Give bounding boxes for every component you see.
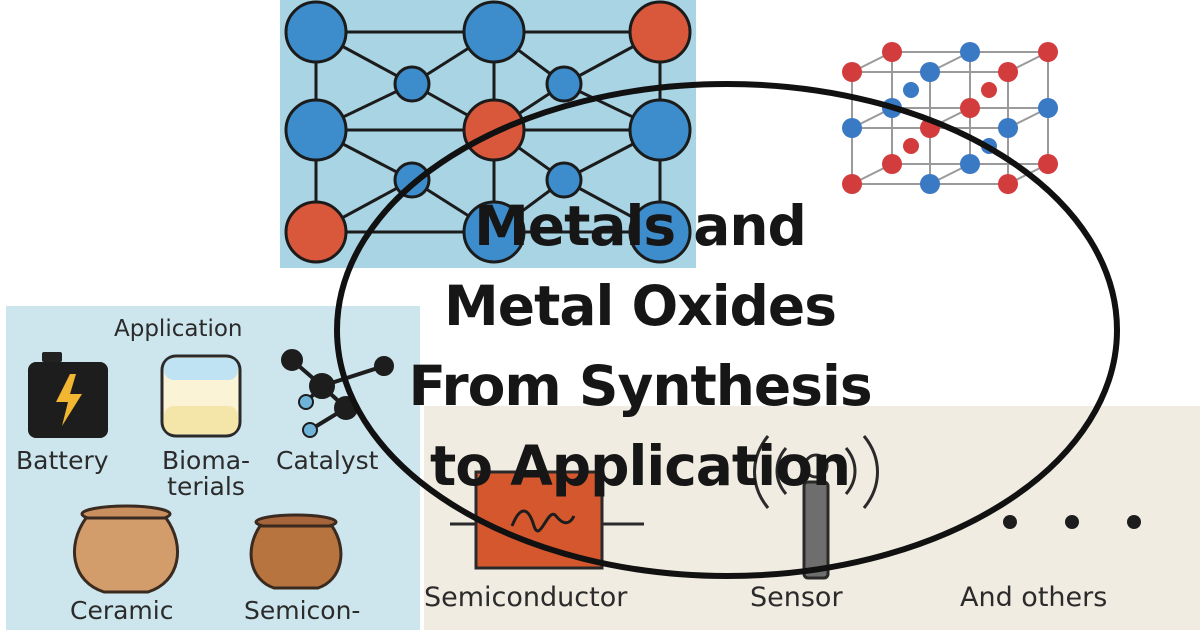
- battery-label: Battery: [16, 446, 109, 475]
- crystal-structure-illustration: [812, 38, 1108, 208]
- biomaterials-label: Bioma- terials: [161, 446, 251, 501]
- catalyst-molecule-icon: [281, 349, 394, 438]
- sensor-label: Sensor: [750, 582, 843, 613]
- main-title: Metals and Metal Oxides From Synthesis t…: [380, 186, 900, 506]
- title-line-2: Metal Oxides: [444, 274, 837, 338]
- title-line-3: From Synthesis: [408, 354, 872, 418]
- application-heading: Application: [114, 316, 243, 342]
- application-icons: [28, 349, 394, 594]
- ceramic-pot-icon: [72, 504, 180, 594]
- semicon-pot-icon: [249, 513, 343, 590]
- crystal-lattice-diagram: [842, 42, 1058, 194]
- battery-icon: [28, 352, 108, 438]
- ceramic-label: Ceramic: [70, 596, 174, 625]
- ellipsis-dots-icon: [1003, 515, 1141, 529]
- application-panel: Application Battery Bioma- terials Catal…: [6, 306, 420, 630]
- title-line-4: to Application: [429, 434, 851, 498]
- title-line-1: Metals and: [474, 194, 807, 258]
- semiconductor-label: Semiconductor: [424, 582, 628, 613]
- biomaterials-jar-icon: [160, 354, 242, 438]
- catalyst-label: Catalyst: [276, 446, 379, 475]
- semicon-label: Semicon-: [244, 596, 361, 625]
- and-others-label: And others: [960, 582, 1108, 613]
